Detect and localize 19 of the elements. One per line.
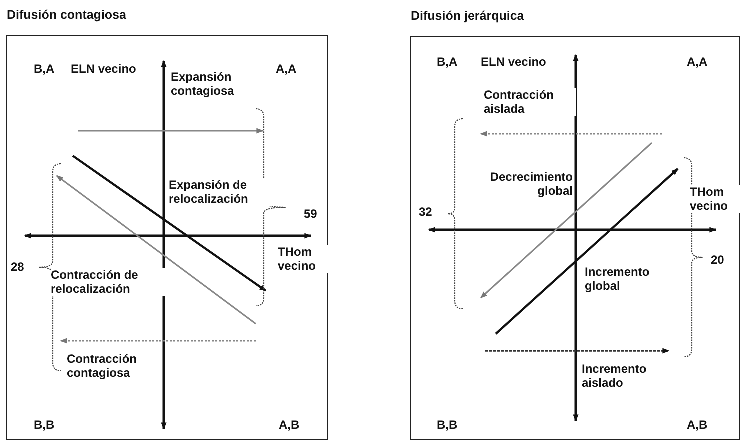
axis-text: THom vecino	[690, 185, 740, 213]
axis-text: B,A	[437, 55, 458, 69]
axis-text: THom vecino	[278, 245, 328, 273]
count-label: 28	[11, 260, 24, 274]
axis-text: A,B	[687, 418, 708, 432]
count-label: 32	[419, 205, 432, 219]
axis-text: B,B	[34, 418, 55, 432]
count-label: 59	[304, 207, 318, 221]
panel-title: Difusión jerárquica	[411, 9, 524, 23]
axis-text: A,B	[279, 418, 300, 432]
axis-text: B,B	[437, 418, 458, 432]
count-label: 20	[711, 253, 724, 267]
panel-title: Difusión contagiosa	[7, 8, 126, 22]
axis-text: B,A	[34, 62, 55, 76]
axis-text: ELN vecino	[481, 55, 546, 69]
axis-text: ELN vecino	[71, 62, 136, 76]
axis-text: A,A	[687, 55, 708, 69]
axis-text: A,A	[276, 62, 297, 76]
axis-text: Contracción aislada	[484, 88, 576, 116]
